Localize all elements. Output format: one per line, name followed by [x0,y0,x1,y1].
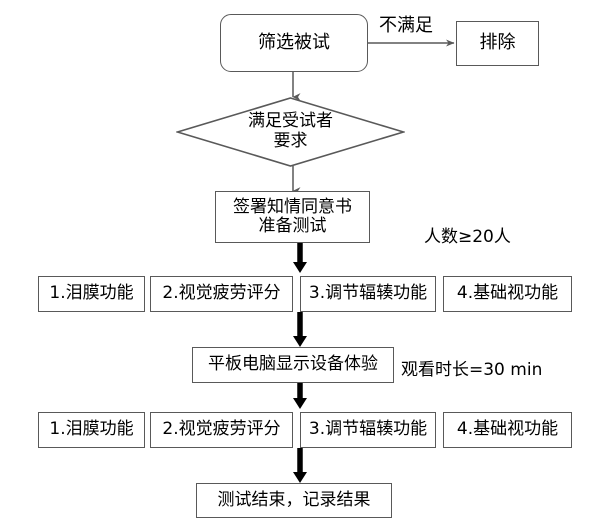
node-decision[interactable]: 满足受试者 要求 [176,97,405,167]
measure-pre-item-3[interactable]: 3.调节辐辏功能 [300,276,436,312]
node-end[interactable]: 测试结束，记录结果 [196,483,392,518]
measure-post-item-2[interactable]: 2.视觉疲劳评分 [150,412,293,448]
node-decision-label: 满足受试者 要求 [248,111,333,151]
edge-measures-pre-to-experience [293,312,307,347]
annotation-viewing-duration: 观看时长=30 min [401,360,543,380]
edge-experience-to-measures-post [293,383,307,409]
node-screening-label: 筛选被试 [258,31,330,53]
node-exclude-label: 排除 [479,32,516,54]
edge-consent-to-measures-pre [293,243,307,273]
node-experience-label: 平板电脑显示设备体验 [208,354,378,375]
edge-measures-post-to-end [293,448,307,483]
node-exclude[interactable]: 排除 [456,21,539,66]
node-end-label: 测试结束，记录结果 [217,489,371,510]
node-consent-label: 签署知情同意书 准备测试 [233,196,352,236]
annotation-sample-size: 人数≥20人 [424,227,511,247]
node-screening[interactable]: 筛选被试 [220,14,368,72]
node-experience[interactable]: 平板电脑显示设备体验 [192,347,394,383]
measure-pre-item-2[interactable]: 2.视觉疲劳评分 [150,276,293,312]
node-consent[interactable]: 签署知情同意书 准备测试 [215,191,370,243]
measure-post-item-3[interactable]: 3.调节辐辏功能 [300,412,436,448]
measure-pre-item-4[interactable]: 4.基础视功能 [443,276,572,312]
measure-pre-item-1[interactable]: 1.泪膜功能 [38,276,145,312]
measure-post-item-4[interactable]: 4.基础视功能 [443,412,572,448]
diamond-shape [176,97,405,167]
edge-label-not-satisfied: 不满足 [379,15,433,36]
measure-post-item-1[interactable]: 1.泪膜功能 [38,412,145,448]
